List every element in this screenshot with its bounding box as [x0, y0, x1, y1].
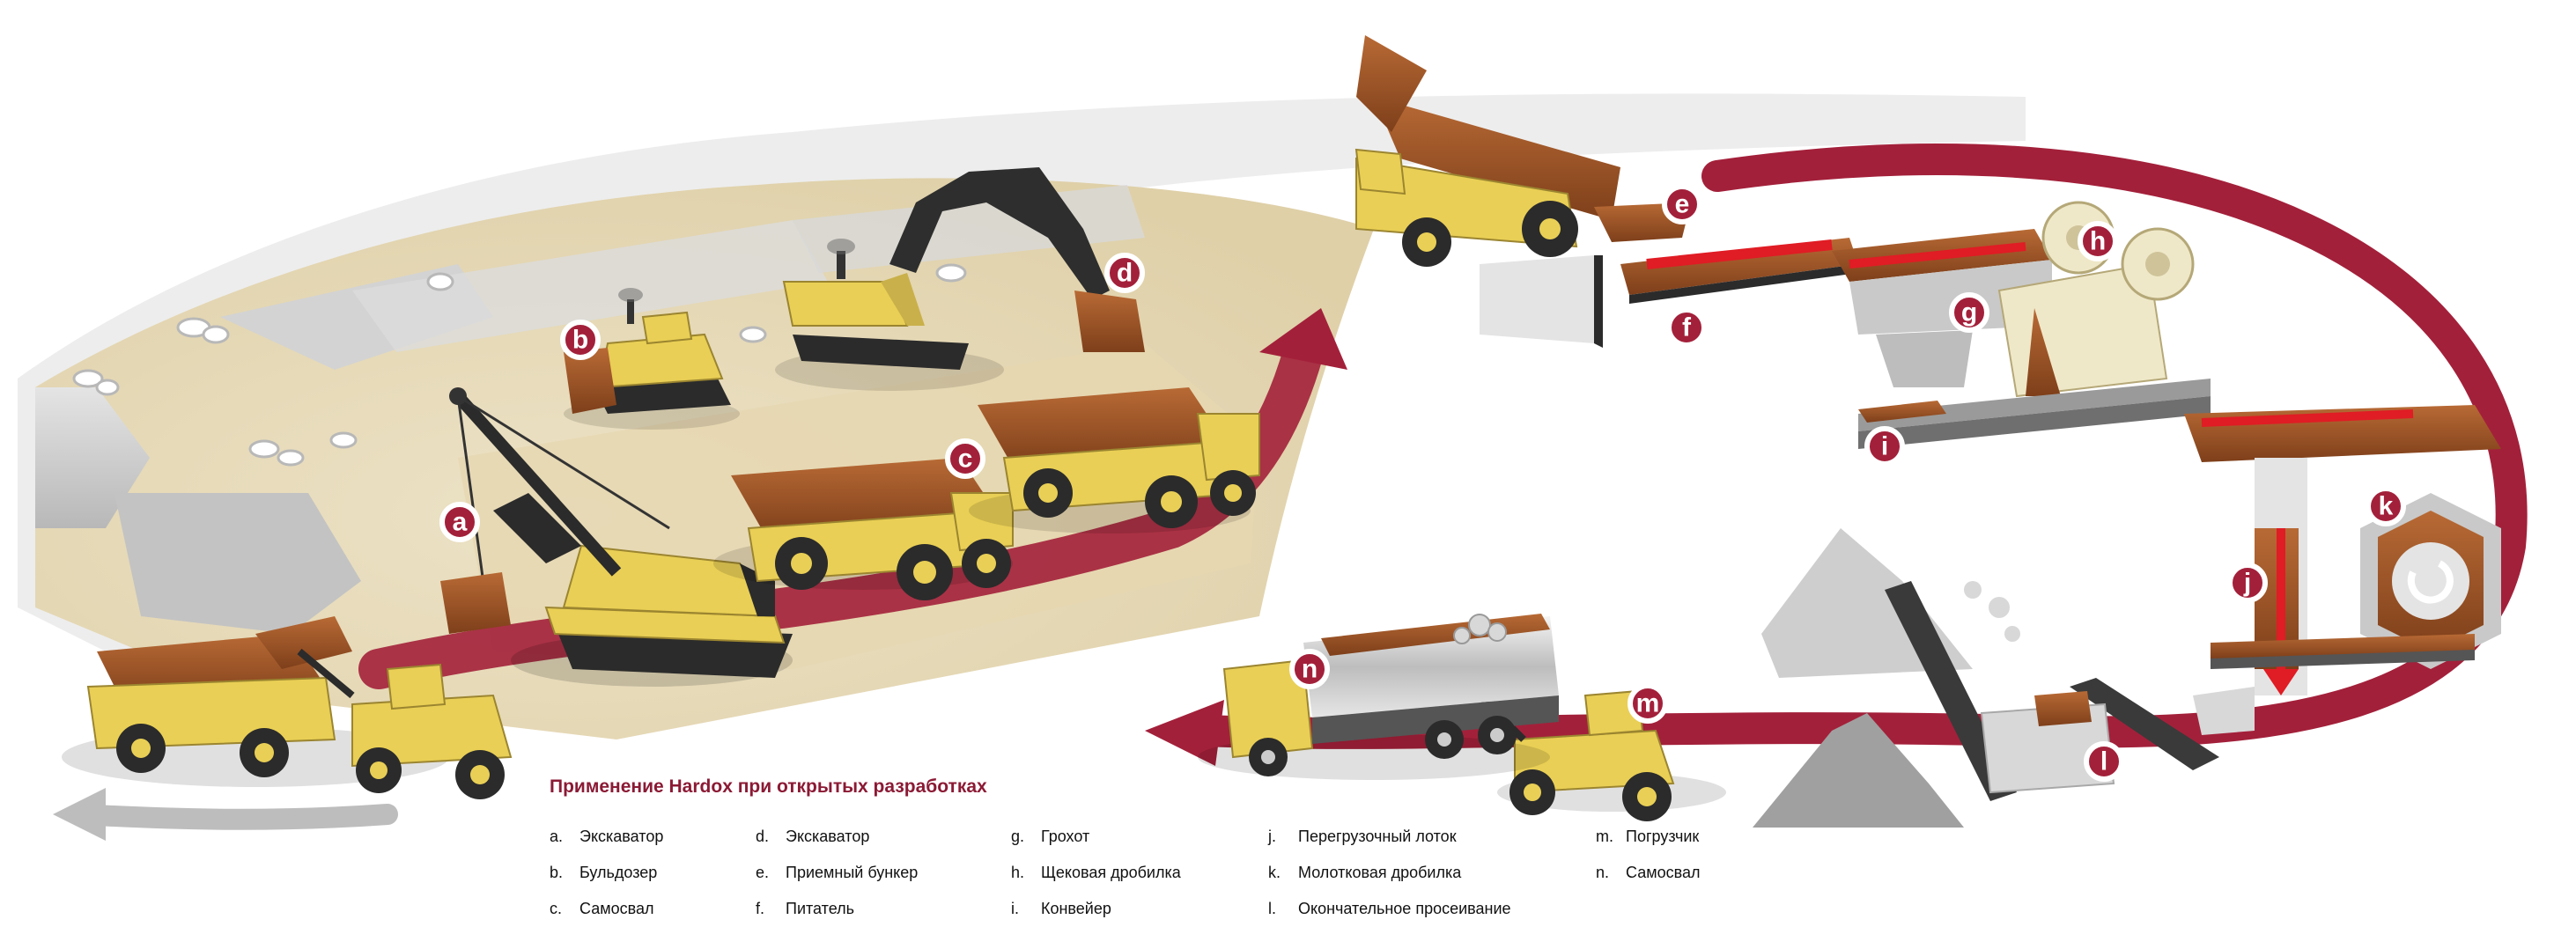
legend-column-1: a. Экскаватор b. Бульдозер c. Самосвал: [550, 819, 663, 927]
svg-text:f: f: [1682, 313, 1692, 342]
legend-letter: g.: [1011, 828, 1025, 845]
dump-truck-c-front: [713, 458, 1014, 600]
svg-text:a: a: [453, 508, 468, 537]
marker-l[interactable]: l: [2084, 741, 2124, 782]
tanker-truck-n: [1198, 614, 1559, 780]
legend-item-d: d. Экскаватор: [756, 819, 918, 855]
legend-title: Применение Hardox при открытых разработк…: [550, 776, 987, 797]
legend-column-4: j. Перегрузочный лоток k. Молотковая дроби…: [1268, 819, 1511, 927]
chute-hammer-crusher-j-k: [2184, 405, 2501, 695]
rope-shovel-a: [440, 387, 793, 687]
legend-label: Грохот: [1041, 828, 1090, 845]
marker-c[interactable]: c: [945, 438, 985, 479]
legend-letter: e.: [756, 864, 770, 881]
legend-label: Молотковая дробилка: [1298, 864, 1462, 881]
dump-truck-c-back: [969, 387, 1260, 533]
svg-text:e: e: [1675, 190, 1690, 219]
legend-letter: i.: [1011, 900, 1019, 917]
legend-item-f: f. Питатель: [756, 891, 918, 927]
svg-text:n: n: [1302, 655, 1318, 684]
svg-text:m: m: [1636, 689, 1660, 718]
loader-truck-bottom-left: [62, 616, 513, 799]
legend-item-g: g. Грохот: [1011, 819, 1181, 855]
legend-letter: b.: [550, 864, 564, 881]
legend-item-b: b. Бульдозер: [550, 855, 663, 891]
marker-m[interactable]: m: [1628, 683, 1668, 724]
legend-column-2: d. Экскаватор e. Приемный бункер f. Питател…: [756, 819, 918, 927]
svg-text:d: d: [1117, 259, 1133, 288]
legend-column-5: m. Погрузчик n. Самосвал: [1596, 819, 1700, 891]
legend-label: Питатель: [786, 900, 854, 917]
legend-letter: m.: [1596, 828, 1613, 845]
svg-text:c: c: [958, 445, 973, 474]
marker-d[interactable]: d: [1104, 253, 1145, 293]
legend-label: Самосвал: [1626, 864, 1701, 881]
dump-truck-hopper-e: [1354, 35, 1691, 348]
legend-label: Самосвал: [579, 900, 654, 917]
legend-letter: c.: [550, 900, 563, 917]
marker-k[interactable]: k: [2366, 486, 2406, 526]
feeder-screen-f-g: [1620, 229, 2052, 387]
marker-h[interactable]: h: [2078, 221, 2118, 261]
legend-label: Конвейер: [1041, 900, 1111, 917]
marker-i[interactable]: i: [1864, 426, 1905, 467]
legend-item-i: i. Конвейер: [1011, 891, 1181, 927]
legend-letter: j.: [1268, 828, 1276, 845]
legend-label: Окончательное просеивание: [1298, 900, 1511, 917]
legend-label: Щековая дробилка: [1041, 864, 1181, 881]
legend-letter: a.: [550, 828, 564, 845]
legend-label: Бульдозер: [579, 864, 658, 881]
legend-letter: n.: [1596, 864, 1610, 881]
marker-n[interactable]: n: [1289, 649, 1330, 689]
legend-letter: d.: [756, 828, 770, 845]
legend-item-n: n. Самосвал: [1596, 855, 1700, 891]
legend-label: Экскаватор: [786, 828, 870, 845]
legend-letter: h.: [1011, 864, 1025, 881]
marker-j[interactable]: j: [2227, 563, 2268, 603]
conveyor-i: [1858, 379, 2211, 449]
legend-letter: l.: [1268, 900, 1276, 917]
legend-label: Приемный бункер: [786, 864, 919, 881]
final-screening-l: [1753, 528, 2255, 828]
svg-text:h: h: [2090, 227, 2106, 256]
svg-text:i: i: [1881, 432, 1888, 461]
svg-text:j: j: [2243, 569, 2251, 598]
svg-text:g: g: [1961, 298, 1977, 327]
legend-letter: f.: [756, 900, 765, 917]
legend-item-c: c. Самосвал: [550, 891, 663, 927]
marker-g[interactable]: g: [1949, 292, 1989, 333]
marker-f[interactable]: f: [1666, 307, 1707, 348]
legend-item-l: l. Окончательное просеивание: [1268, 891, 1511, 927]
bulldozer-b: [564, 288, 740, 430]
legend-label: Экскаватор: [579, 828, 664, 845]
legend-item-m: m. Погрузчик: [1596, 819, 1700, 855]
legend-item-h: h. Щековая дробилка: [1011, 855, 1181, 891]
legend-column-3: g. Грохот h. Щековая дробилка i. Конвейер: [1011, 819, 1181, 927]
jaw-crusher-h: [1997, 201, 2195, 398]
excavator-d: [775, 167, 1145, 391]
legend-item-a: a. Экскаватор: [550, 819, 663, 855]
svg-text:k: k: [2379, 492, 2394, 521]
marker-e[interactable]: e: [1662, 184, 1702, 224]
legend-label: Перегрузочный лоток: [1298, 828, 1457, 845]
legend-item-e: e. Приемный бункер: [756, 855, 918, 891]
marker-b[interactable]: b: [560, 320, 601, 360]
legend-letter: k.: [1268, 864, 1281, 881]
legend-label: Погрузчик: [1626, 828, 1700, 845]
legend-item-k: k. Молотковая дробилка: [1268, 855, 1511, 891]
legend-item-j: j. Перегрузочный лоток: [1268, 819, 1511, 855]
svg-text:b: b: [572, 326, 588, 355]
svg-text:l: l: [2100, 747, 2107, 776]
marker-a[interactable]: a: [439, 502, 480, 542]
